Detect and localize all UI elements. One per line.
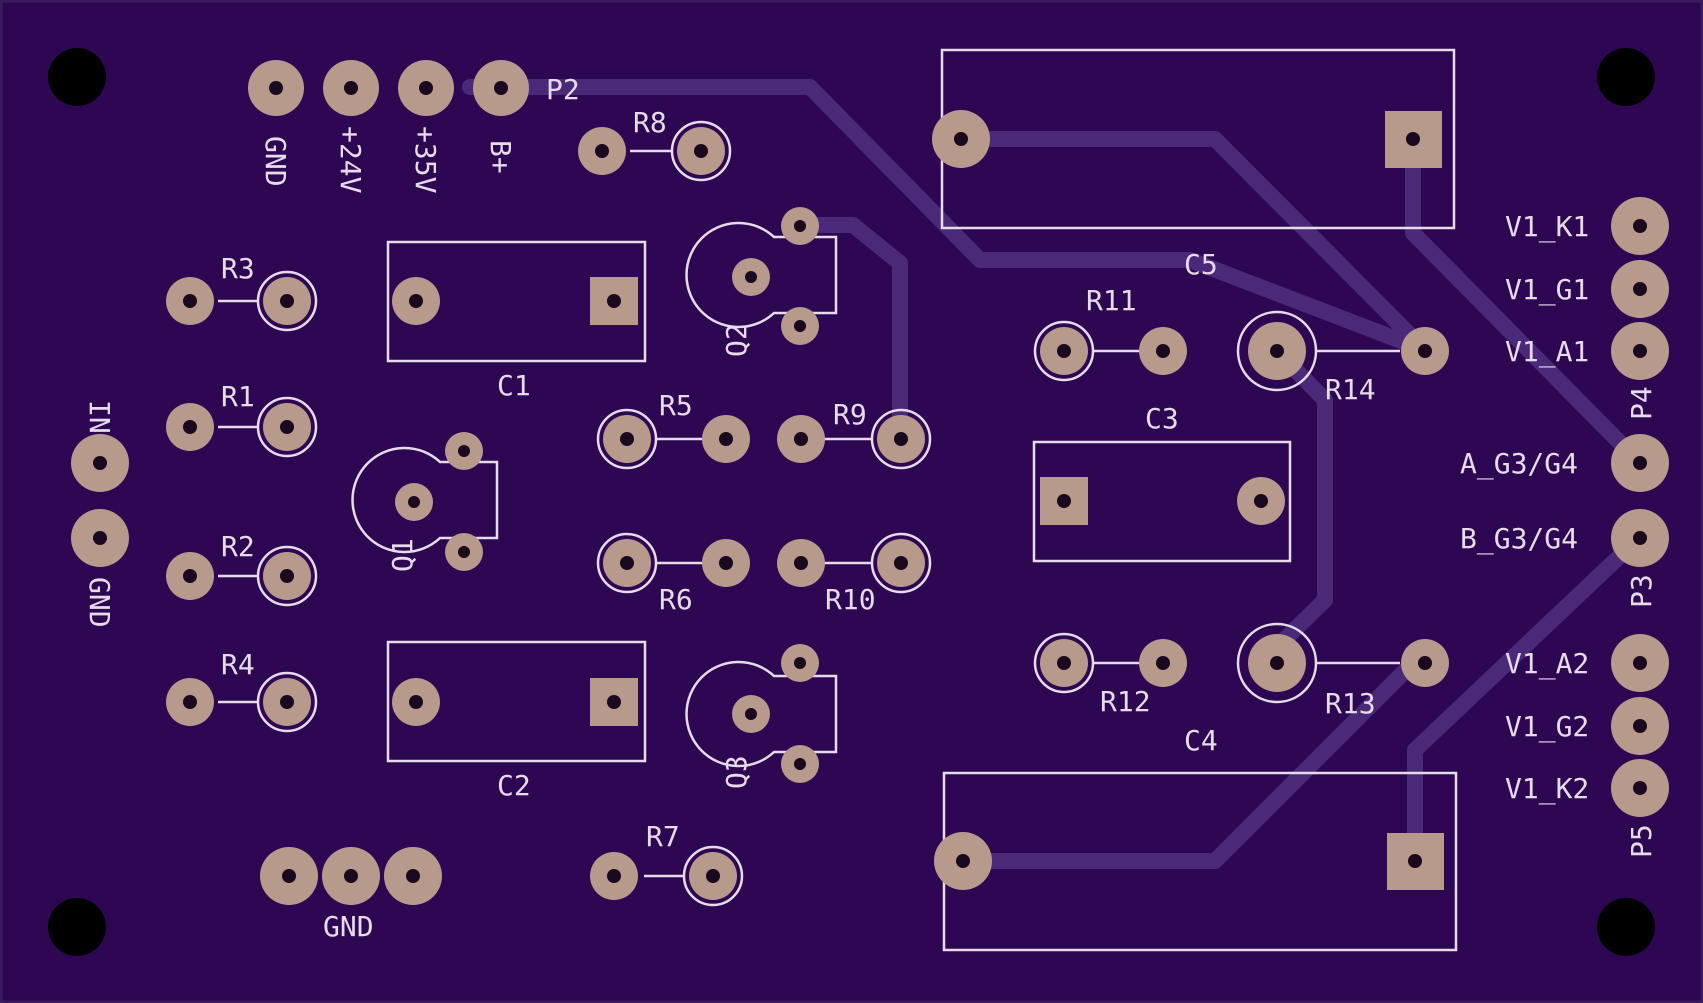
trace-c4-to-p3 xyxy=(1407,529,1648,869)
trace-q2-to-r9 xyxy=(792,217,908,447)
label-p2-gnd: GND xyxy=(259,136,292,187)
p4-p3-p5-pads xyxy=(1611,197,1669,817)
label-v1-g1: V1_G1 xyxy=(1505,273,1589,307)
mounting-hole xyxy=(1597,898,1655,956)
label-r9: R9 xyxy=(833,398,867,431)
label-r3: R3 xyxy=(221,252,255,285)
label-q1: Q1 xyxy=(386,538,419,572)
label-p5: P5 xyxy=(1625,824,1658,858)
trace-c5-to-p4 xyxy=(1405,131,1648,471)
q2-outline xyxy=(685,221,838,329)
label-r4: R4 xyxy=(221,648,255,681)
q1-outline xyxy=(351,446,499,554)
label-r10: R10 xyxy=(825,583,876,616)
label-p2-35v: +35V xyxy=(409,126,442,194)
label-c4: C4 xyxy=(1184,724,1218,757)
label-r7: R7 xyxy=(646,820,680,853)
label-r12: R12 xyxy=(1100,685,1151,718)
label-v1-g2: V1_G2 xyxy=(1505,710,1589,744)
label-in: IN xyxy=(83,400,116,434)
label-r5: R5 xyxy=(659,389,693,422)
label-c5: C5 xyxy=(1184,248,1218,281)
label-c1: C1 xyxy=(497,369,531,402)
label-p2-24v: +24V xyxy=(334,126,367,194)
label-p2-bplus: B+ xyxy=(484,140,517,174)
silk-labels: P2 GND +24V +35V B+ R8 R3 R1 R2 R4 R5 R6… xyxy=(83,73,1658,943)
c1-outline xyxy=(386,240,647,363)
trace-p2-to-r14 xyxy=(462,79,1433,358)
p2-pads xyxy=(248,60,529,116)
label-q2: Q2 xyxy=(720,323,753,357)
trace-c5 xyxy=(953,131,1433,358)
label-c3: C3 xyxy=(1145,402,1179,435)
label-v1-k1: V1_K1 xyxy=(1505,210,1589,244)
label-c2: C2 xyxy=(497,769,531,802)
label-a-g3g4: A_G3/G4 xyxy=(1460,447,1578,481)
mounting-holes xyxy=(48,48,1655,956)
copper-traces xyxy=(462,79,1648,869)
label-v1-k2: V1_K2 xyxy=(1505,772,1589,806)
label-p2: P2 xyxy=(546,73,580,106)
q3-outline xyxy=(685,660,838,768)
label-v1-a1: V1_A1 xyxy=(1505,335,1589,369)
label-r14: R14 xyxy=(1325,373,1376,406)
mounting-hole xyxy=(48,898,106,956)
c3-outline xyxy=(1032,440,1292,563)
label-r8: R8 xyxy=(633,106,667,139)
label-in-gnd: GND xyxy=(83,577,116,628)
label-b-g3g4: B_G3/G4 xyxy=(1460,522,1578,556)
label-r11: R11 xyxy=(1086,284,1137,317)
label-p3: P3 xyxy=(1625,574,1658,608)
mounting-hole xyxy=(48,48,106,106)
label-r6: R6 xyxy=(659,583,693,616)
label-v1-a2: V1_A2 xyxy=(1505,647,1589,681)
pads xyxy=(71,60,1669,905)
label-r13: R13 xyxy=(1325,687,1376,720)
label-r2: R2 xyxy=(221,530,255,563)
label-q3: Q3 xyxy=(720,755,753,789)
label-p4: P4 xyxy=(1625,386,1658,420)
trace-r14-to-r13 xyxy=(1269,343,1333,655)
label-bottom-gnd: GND xyxy=(323,910,374,943)
label-r1: R1 xyxy=(221,380,255,413)
trace-c4 xyxy=(955,643,1433,869)
mounting-hole xyxy=(1597,48,1655,106)
c2-outline xyxy=(386,640,647,763)
